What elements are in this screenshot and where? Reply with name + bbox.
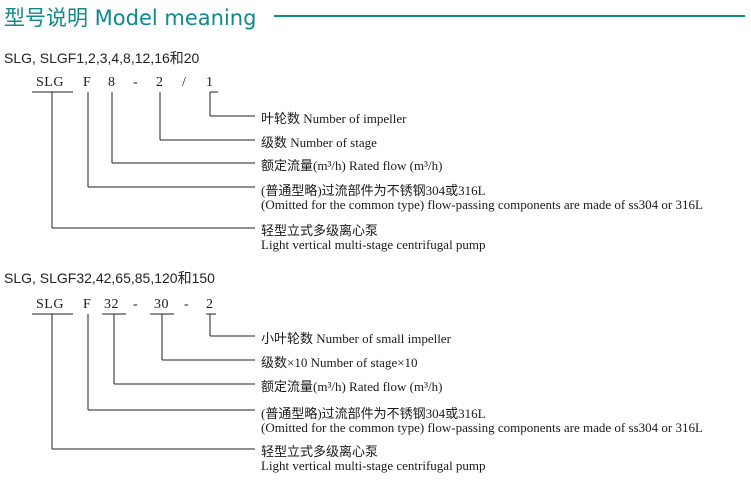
code2-sep2: -: [184, 297, 190, 312]
section2-heading: SLG, SLGF32,42,65,85,120和150: [4, 270, 215, 286]
page-title: 型号说明 Model meaning: [4, 6, 257, 30]
title-divider: [274, 15, 745, 17]
code2-sep1: -: [133, 297, 139, 312]
code1-impeller: 1: [206, 75, 214, 90]
code1-stage: 2: [156, 75, 164, 90]
desc1-impeller: 叶轮数 Number of impeller: [261, 111, 407, 126]
code1-sep1: -: [133, 75, 139, 90]
code1-slg: SLG: [36, 75, 64, 90]
code2-stage: 30: [154, 297, 169, 312]
desc2-pump-cn: 轻型立式多级离心泵: [261, 444, 379, 459]
code2-flow: 32: [104, 297, 119, 312]
code2-impeller: 2: [206, 297, 214, 312]
desc1-flow: 额定流量(m³/h) Rated flow (m³/h): [261, 158, 443, 173]
desc1-pump-cn: 轻型立式多级离心泵: [261, 223, 379, 238]
desc2-flow: 额定流量(m³/h) Rated flow (m³/h): [261, 379, 443, 394]
desc1-material-en: (Omitted for the common type) flow-passi…: [261, 197, 703, 212]
code2-f: F: [83, 297, 92, 312]
code2-slg: SLG: [36, 297, 64, 312]
desc2-material-cn: (普通型略)过流部件为不锈钢304或316L: [261, 406, 486, 421]
code1-f: F: [83, 75, 92, 90]
desc1-stage: 级数 Number of stage: [261, 135, 377, 150]
desc2-pump-en: Light vertical multi-stage centrifugal p…: [261, 458, 486, 473]
code1-flow: 8: [108, 75, 116, 90]
desc1-pump-en: Light vertical multi-stage centrifugal p…: [261, 237, 486, 252]
desc2-material-en: (Omitted for the common type) flow-passi…: [261, 420, 703, 435]
code1-sep2: /: [182, 75, 187, 90]
section1-heading: SLG, SLGF1,2,3,4,8,12,16和20: [4, 50, 200, 66]
desc2-stage: 级数×10 Number of stage×10: [261, 355, 418, 370]
desc2-impeller: 小叶轮数 Number of small impeller: [261, 331, 451, 346]
desc1-material-cn: (普通型略)过流部件为不锈钢304或316L: [261, 183, 486, 198]
